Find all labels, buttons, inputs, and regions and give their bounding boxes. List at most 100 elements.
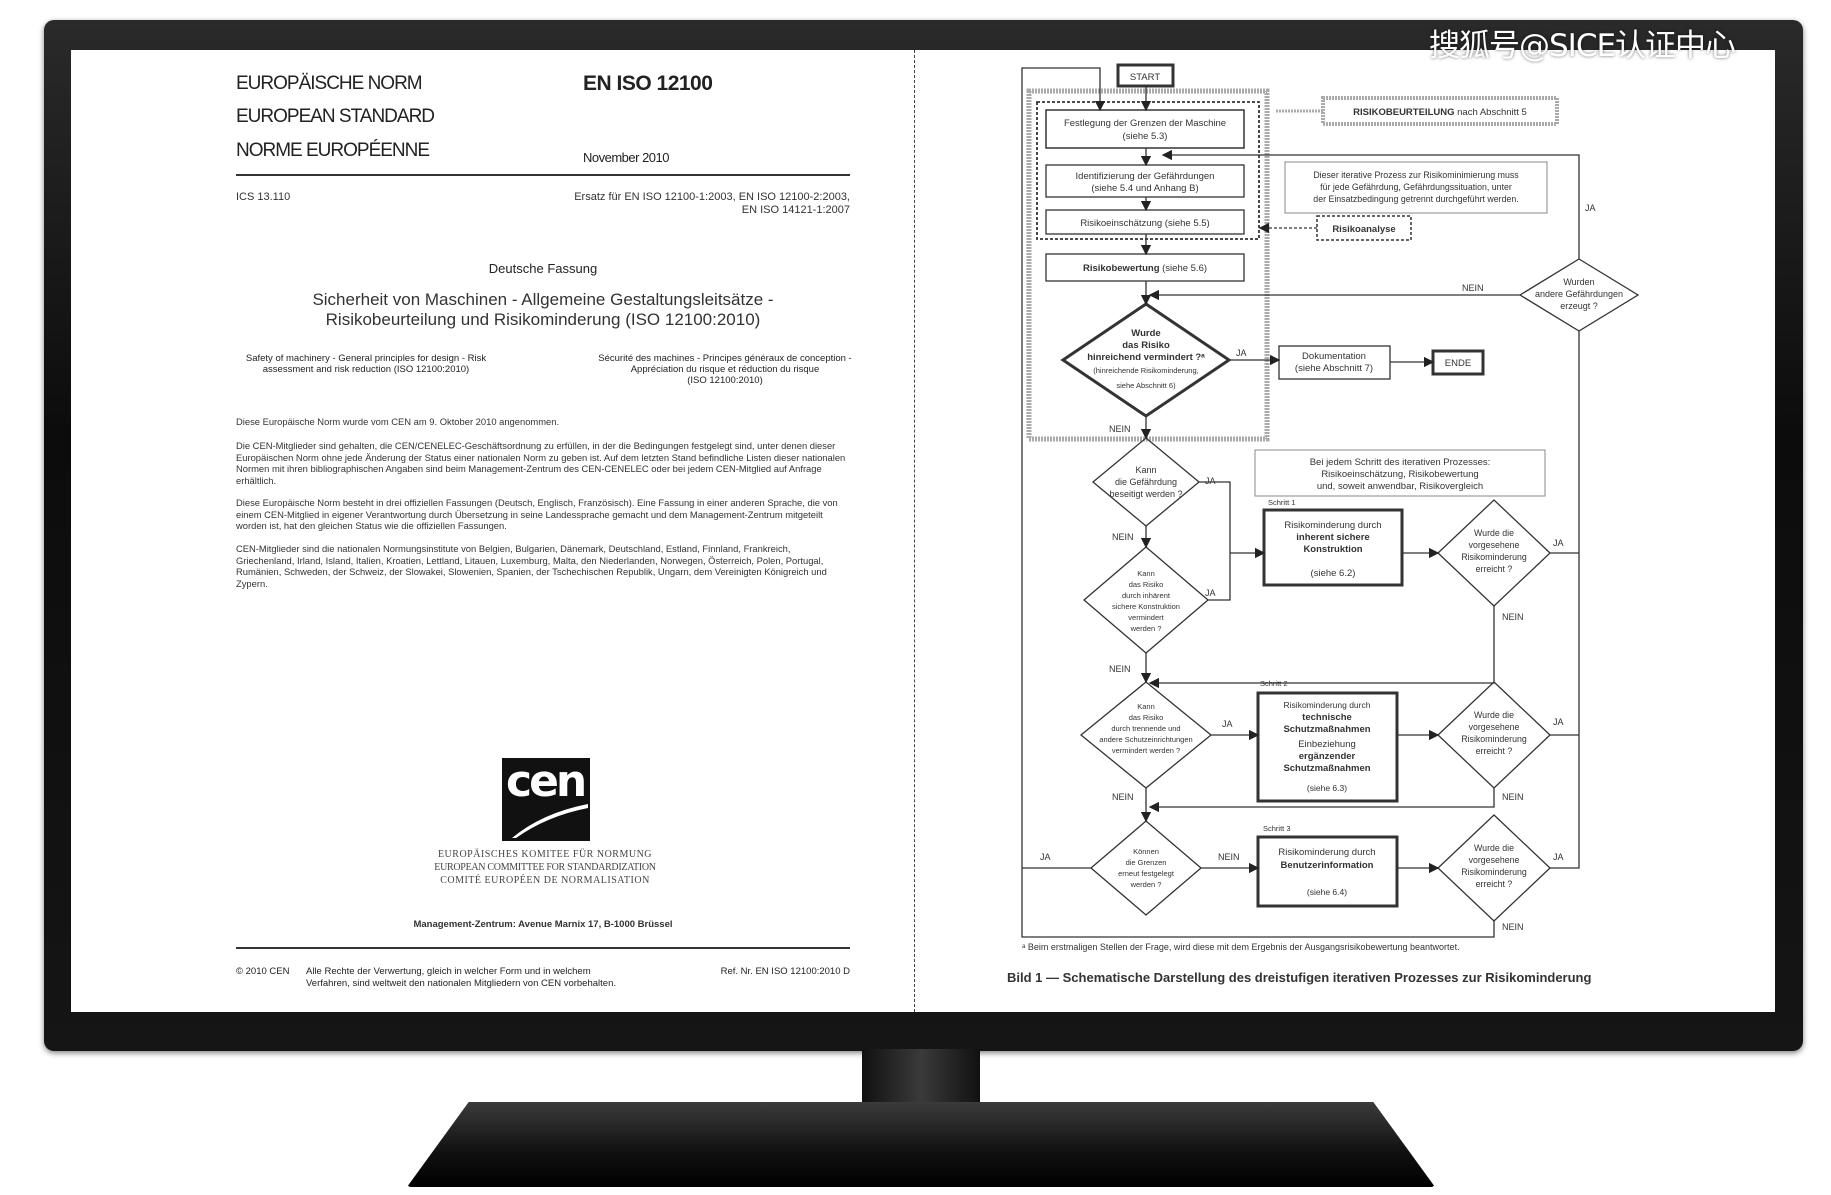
risikobeurteilung-label: RISIKOBEURTEILUNG nach Abschnitt 5 bbox=[1353, 107, 1527, 118]
branch-labels: JA JA NEIN NEIN JA NEIN JA NEIN JA NEIN … bbox=[1040, 203, 1596, 932]
title-line-2: Risikobeurteilung und Risikominderung (I… bbox=[325, 310, 761, 329]
erreicht-2-line-1: Wurde die bbox=[1474, 710, 1514, 720]
iterative-note-line-3: der Einsatzbedingung getrennt durchgefüh… bbox=[1313, 194, 1518, 204]
ja-label: JA bbox=[1553, 852, 1564, 862]
replaces-line-1: Ersatz für EN ISO 12100-1:2003, EN ISO 1… bbox=[574, 191, 850, 203]
committee-names: EUROPÄISCHES KOMITEE FÜR NORMUNG EUROPEA… bbox=[400, 848, 690, 887]
kann-trennende-line-5: vermindert werden ? bbox=[1112, 746, 1180, 755]
erreicht-labels: Wurde die vorgesehene Risikominderung er… bbox=[1461, 528, 1527, 889]
kann-beseitigt-line-3: beseitigt werden ? bbox=[1109, 489, 1182, 499]
ja-label: JA bbox=[1205, 588, 1216, 598]
step2-line-3: Schutzmaßnahmen bbox=[1283, 724, 1370, 735]
kann-inhaerent-line-2: das Risiko bbox=[1129, 580, 1164, 589]
monitor-stand-neck bbox=[862, 1049, 980, 1111]
nein-label: NEIN bbox=[1218, 852, 1240, 862]
ja-label: JA bbox=[1553, 717, 1564, 727]
start-label: START bbox=[1130, 72, 1160, 83]
title-fr-line-3: (ISO 12100:2010) bbox=[687, 375, 763, 386]
copyright: © 2010 CEN bbox=[236, 966, 290, 977]
committee-en: EUROPEAN COMMITTEE FOR STANDARDIZATION bbox=[434, 862, 656, 873]
paragraph-members-list: CEN-Mitglieder sind die nationalen Normu… bbox=[236, 543, 827, 589]
bewertung-label: Risikobewertung (siehe 5.6) bbox=[1083, 263, 1207, 274]
title-line-1: Sicherheit von Maschinen - Allgemeine Ge… bbox=[312, 290, 774, 309]
erreicht-1-line-4: erreicht ? bbox=[1476, 564, 1513, 574]
cen-logo: cen bbox=[502, 758, 590, 841]
risikoanalyse-label: Risikoanalyse bbox=[1332, 224, 1395, 235]
committee-fr: COMITÉ EUROPÉEN DE NORMALISATION bbox=[440, 875, 650, 886]
schritt-2-label: Schritt 2 bbox=[1260, 679, 1288, 688]
flowchart-footnote: ᵃ Beim erstmaligen Stellen der Frage, wi… bbox=[1022, 942, 1460, 952]
step1-line-3: Konstruktion bbox=[1303, 544, 1362, 555]
erreicht-3-line-1: Wurde die bbox=[1474, 843, 1514, 853]
title-fr-line-2: Appréciation du risque et réduction du r… bbox=[630, 364, 820, 375]
norm-de: EUROPÄISCHE NORM bbox=[236, 73, 423, 94]
reference-number: Ref. Nr. EN ISO 12100:2010 D bbox=[720, 966, 850, 977]
koennen-grenzen-line-2: die Grenzen bbox=[1126, 858, 1167, 867]
step2-line-5: ergänzender bbox=[1299, 751, 1356, 762]
version-label: Deutsche Fassung bbox=[488, 261, 598, 276]
step2-line-4: Einbeziehung bbox=[1298, 739, 1356, 750]
nein-label: NEIN bbox=[1109, 424, 1131, 434]
hinreichend-line-1: Wurde bbox=[1131, 328, 1160, 339]
norm-fr: NORME EUROPÉENNE bbox=[236, 140, 430, 161]
box-bei-jedem bbox=[1254, 449, 1546, 497]
ja-label: JA bbox=[1236, 348, 1247, 358]
watermark: 搜狐号@SICE认证中心 bbox=[1429, 28, 1736, 64]
kann-inhaerent-line-5: vermindert bbox=[1128, 613, 1164, 622]
erreicht-3-line-2: vorgesehene bbox=[1469, 855, 1520, 865]
kann-trennende-line-4: andere Schutzeinrichtungen bbox=[1099, 735, 1192, 744]
replaces-line-2: EN ISO 14121-1:2007 bbox=[741, 204, 850, 216]
replaces-note: Ersatz für EN ISO 12100-1:2003, EN ISO 1… bbox=[500, 191, 850, 217]
kann-beseitigt-line-1: Kann bbox=[1135, 465, 1156, 475]
hinreichend-line-5: siehe Abschnitt 6) bbox=[1116, 381, 1176, 390]
step2-line-2: technische bbox=[1302, 712, 1352, 723]
schritt-1-label: Schritt 1 bbox=[1268, 498, 1296, 507]
management-address: Management-Zentrum: Avenue Marnix 17, B-… bbox=[413, 919, 673, 930]
step1-line-1: Risikominderung durch bbox=[1284, 520, 1381, 531]
identifizierung-line-1: Identifizierung der Gefährdungen bbox=[1076, 171, 1215, 182]
flow-connectors bbox=[1021, 67, 1580, 938]
title-en-line-2: assessment and risk reduction (ISO 12100… bbox=[262, 364, 470, 375]
kann-inhaerent-line-3: durch inhärent bbox=[1122, 591, 1171, 600]
box-festlegung bbox=[1045, 109, 1245, 149]
step3-line-2: Benutzerinformation bbox=[1281, 860, 1374, 871]
diamond-koennen-grenzen bbox=[1089, 820, 1203, 916]
step2-line-1: Risikominderung durch bbox=[1284, 700, 1371, 710]
title-english: Safety of machinery - General principles… bbox=[226, 353, 506, 375]
hinreichend-line-2: das Risiko bbox=[1122, 340, 1170, 351]
cen-logo-swoosh bbox=[512, 804, 588, 838]
kann-inhaerent-line-6: werden ? bbox=[1130, 624, 1162, 633]
bei-jedem-line-2: Risikoeinschätzung, Risikobewertung bbox=[1321, 469, 1478, 480]
diamond-kann-inhaerent bbox=[1082, 546, 1210, 654]
ics-code: ICS 13.110 bbox=[236, 191, 291, 203]
ja-label: JA bbox=[1222, 719, 1233, 729]
wurden-andere-line-2: andere Gefährdungen bbox=[1535, 289, 1623, 299]
ja-label: JA bbox=[1205, 476, 1216, 486]
erreicht-2-line-2: vorgesehene bbox=[1469, 722, 1520, 732]
document-title: Sicherheit von Maschinen - Allgemeine Ge… bbox=[236, 290, 850, 330]
nein-label: NEIN bbox=[1502, 922, 1524, 932]
dokumentation-line-2: (siehe Abschnitt 7) bbox=[1295, 363, 1373, 374]
ende-label: ENDE bbox=[1445, 358, 1471, 369]
erreicht-1-line-1: Wurde die bbox=[1474, 528, 1514, 538]
step3-line-3: (siehe 6.4) bbox=[1307, 887, 1347, 897]
box-risikoanalyse bbox=[1316, 215, 1412, 241]
kann-beseitigt-line-2: die Gefährdung bbox=[1115, 477, 1177, 487]
nein-label: NEIN bbox=[1109, 664, 1131, 674]
kann-trennende-line-2: das Risiko bbox=[1129, 713, 1164, 722]
rights-line-2: Verfahren, sind weltweit den nationalen … bbox=[306, 978, 616, 989]
beurteilung-bold: RISIKOBEURTEILUNG bbox=[1353, 107, 1454, 118]
hinreichend-line-3: hinreichend vermindert ?ᵃ bbox=[1087, 352, 1205, 363]
title-en-line-1: Safety of machinery - General principles… bbox=[245, 353, 487, 364]
festlegung-line-1: Festlegung der Grenzen der Maschine bbox=[1064, 118, 1226, 129]
publication-date: November 2010 bbox=[583, 150, 670, 165]
paragraph-adoption: Diese Europäische Norm wurde vom CEN am … bbox=[236, 416, 560, 427]
kann-inhaerent-line-4: sichere Konstruktion bbox=[1112, 602, 1180, 611]
identifizierung-line-2: (siehe 5.4 und Anhang B) bbox=[1091, 183, 1198, 194]
step3-line-1: Risikominderung durch bbox=[1278, 847, 1375, 858]
iterative-note-line-2: für jede Gefährdung, Gefährdungssituatio… bbox=[1320, 182, 1512, 192]
nein-label: NEIN bbox=[1502, 792, 1524, 802]
nein-label: NEIN bbox=[1502, 612, 1524, 622]
monitor-screen bbox=[71, 50, 1775, 1012]
